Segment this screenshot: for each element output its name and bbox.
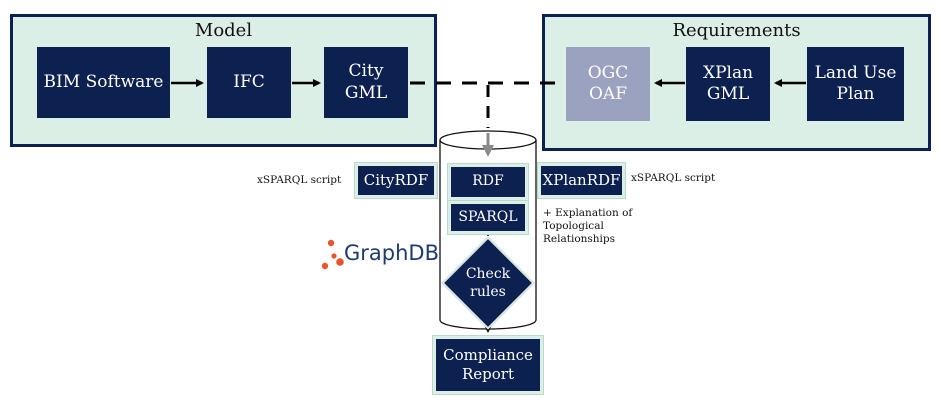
xplan-gml-box: XPlan GML (686, 47, 770, 121)
graphdb-logo-text: GraphDB (344, 241, 439, 265)
city-gml-box: City GML (324, 47, 408, 118)
model-title: Model (194, 20, 253, 41)
land-use-plan-box: Land Use Plan (807, 47, 904, 121)
rdf-box: RDF (447, 163, 529, 201)
ogc-oaf-box: OGC OAF (566, 47, 650, 121)
bim-software-box: BIM Software (37, 47, 170, 118)
compliance-report-box: Compliance Report (432, 335, 544, 395)
xsparql-left-label: xSPARQL script (257, 174, 342, 186)
check-rules-label: Check rules (465, 266, 511, 300)
requirements-title: Requirements (672, 20, 801, 41)
xsparql-right-label: xSPARQL script (631, 172, 716, 184)
xplanrdf-box: XPlanRDF (537, 162, 626, 199)
ifc-box: IFC (207, 47, 291, 118)
explanation-label: + Explanation of Topological Relationshi… (543, 207, 633, 246)
sparql-box: SPARQL (447, 200, 529, 235)
cityrdf-box: CityRDF (354, 162, 438, 199)
graphdb-logo-icon (321, 239, 344, 270)
